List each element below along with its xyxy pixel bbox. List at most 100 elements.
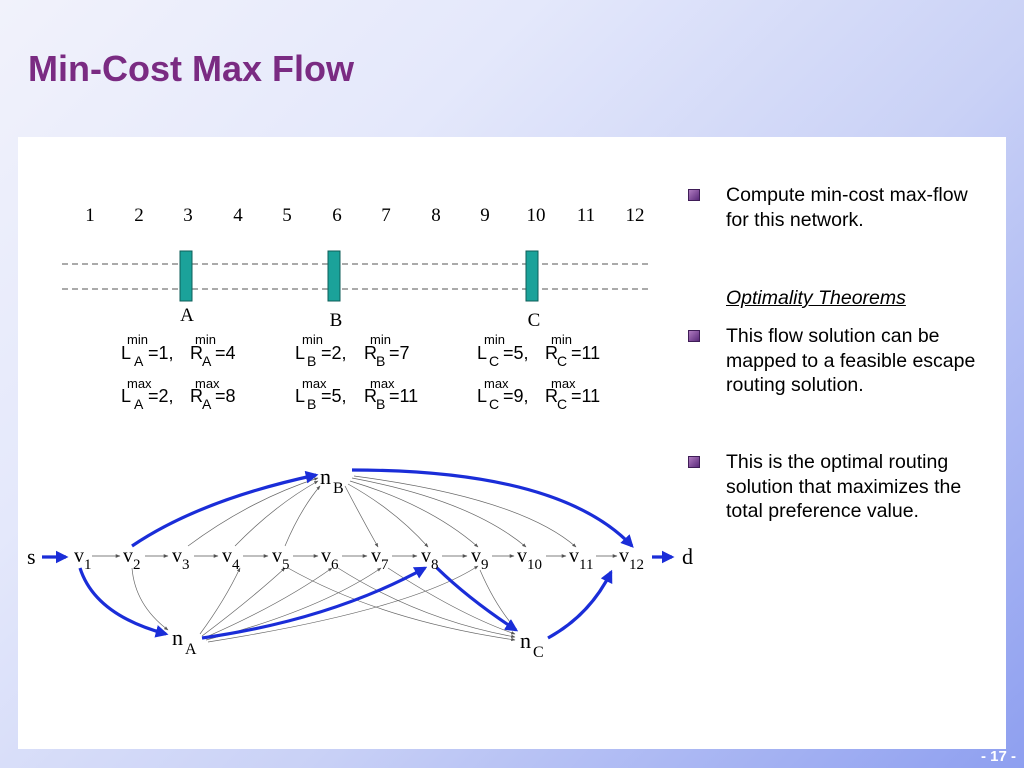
node-v: v — [517, 545, 527, 567]
node-index: 1 — [84, 557, 92, 573]
component-label-a: A — [180, 305, 194, 326]
column-number: 4 — [233, 205, 243, 226]
node-index: 9 — [481, 557, 489, 573]
node-index: B — [333, 480, 344, 497]
subscript: B — [376, 396, 385, 412]
node-index: 4 — [232, 557, 240, 573]
column-number: 7 — [381, 205, 391, 226]
node-v: v — [421, 545, 431, 567]
l-max-value: =5, — [321, 386, 347, 406]
edges-from-nb — [344, 475, 577, 548]
node-index: 7 — [381, 557, 389, 573]
r-symbol: R — [364, 386, 377, 406]
subscript: C — [489, 353, 499, 369]
l-symbol: L — [121, 343, 131, 363]
max-superscript: max — [551, 376, 576, 391]
node-index: A — [185, 641, 197, 658]
l-min-value: =2, — [321, 343, 347, 363]
bullet-text: This is the optimal routing solution tha… — [726, 451, 962, 522]
r-max-value: =8 — [215, 386, 236, 406]
r-min-value: =11 — [571, 343, 600, 363]
l-symbol: L — [121, 386, 131, 406]
node-index: 10 — [527, 557, 542, 573]
component-bar-b — [327, 250, 341, 302]
node-index: 3 — [182, 557, 190, 573]
l-symbol: L — [477, 386, 487, 406]
max-superscript: max — [484, 376, 509, 391]
edges-to-na — [131, 567, 169, 631]
r-symbol: R — [190, 343, 203, 363]
node-v: v — [321, 545, 331, 567]
constraints-b: min min L B =2, R B =7 max max L B =5, R… — [295, 332, 418, 412]
max-superscript: max — [370, 376, 395, 391]
column-number: 2 — [134, 205, 144, 226]
l-symbol: L — [295, 343, 305, 363]
min-superscript: min — [127, 332, 148, 347]
column-number: 3 — [183, 205, 193, 226]
flow-edges — [42, 468, 675, 640]
r-max-value: =11 — [389, 386, 418, 406]
bullet-square-icon — [688, 456, 700, 468]
min-superscript: min — [551, 332, 572, 347]
node-v: v — [272, 545, 282, 567]
max-superscript: max — [127, 376, 152, 391]
node-v: v — [172, 545, 182, 567]
bullet-text: This flow solution can be mapped to a fe… — [726, 325, 976, 396]
subscript: A — [202, 353, 212, 369]
node-index: 6 — [331, 557, 339, 573]
slide-title: Min-Cost Max Flow — [28, 48, 354, 89]
r-symbol: R — [364, 343, 377, 363]
node-v: v — [619, 545, 629, 567]
r-symbol: R — [545, 343, 558, 363]
subscript: C — [557, 353, 567, 369]
bullet-square-icon — [688, 189, 700, 201]
page-number: - 17 - — [980, 748, 1016, 765]
l-symbol: L — [295, 386, 305, 406]
subscript: B — [307, 396, 316, 412]
node-v: v — [123, 545, 133, 567]
node-index: 5 — [282, 557, 290, 573]
edges-to-nb — [187, 477, 321, 547]
subscript: C — [557, 396, 567, 412]
r-max-value: =11 — [571, 386, 600, 406]
optimality-subheading: Optimality Theorems — [726, 287, 906, 309]
node-v: v — [74, 545, 84, 567]
constraints-c: min min L C =5, R C =11 max max L C =9, … — [477, 332, 600, 412]
l-max-value: =2, — [148, 386, 174, 406]
node-n: n — [520, 628, 531, 653]
node-index: C — [533, 644, 544, 661]
component-bar-a — [179, 250, 193, 302]
subscript: A — [134, 353, 144, 369]
column-number: 11 — [577, 205, 595, 226]
bullet-text: Compute min-cost max-flow for this netwo… — [726, 184, 968, 231]
component-label-b: B — [330, 310, 343, 331]
network-nodes: s d v 1 v 2 v 3 v 4 v 5 v 6 v 7 v 8 v 9 … — [27, 464, 693, 661]
component-label-c: C — [528, 310, 541, 331]
l-min-value: =1, — [148, 343, 174, 363]
max-superscript: max — [302, 376, 327, 391]
column-number: 10 — [527, 205, 546, 226]
node-v: v — [471, 545, 481, 567]
r-symbol: R — [545, 386, 558, 406]
subscript: A — [134, 396, 144, 412]
l-symbol: L — [477, 343, 487, 363]
node-v: v — [569, 545, 579, 567]
component-bar-c — [525, 250, 539, 302]
node-v: v — [371, 545, 381, 567]
l-min-value: =5, — [503, 343, 529, 363]
node-index: 12 — [629, 557, 644, 573]
source-node-s: s — [27, 544, 36, 569]
max-superscript: max — [195, 376, 220, 391]
column-number: 5 — [282, 205, 292, 226]
constraints-a: min min L A =1, R A =4 max max L A =2, R… — [121, 332, 236, 412]
subscript: C — [489, 396, 499, 412]
sink-node-d: d — [682, 544, 693, 569]
column-number: 1 — [85, 205, 95, 226]
subscript: B — [376, 353, 385, 369]
bullet-square-icon — [688, 330, 700, 342]
node-n: n — [172, 625, 183, 650]
node-index: 2 — [133, 557, 141, 573]
min-superscript: min — [484, 332, 505, 347]
min-superscript: min — [195, 332, 216, 347]
